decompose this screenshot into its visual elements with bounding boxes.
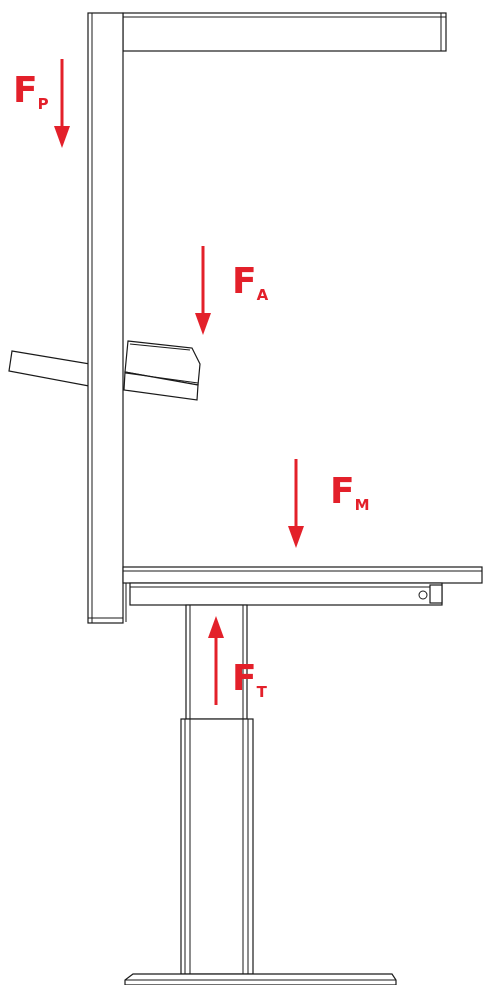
top-shelf: [122, 12, 447, 52]
force-arrowhead-fm: [288, 526, 304, 548]
control-box: [429, 584, 443, 604]
force-arrowhead-ft: [208, 616, 224, 638]
force-label-fp: FP: [13, 70, 49, 113]
force-ft: FT: [208, 616, 268, 705]
force-fp: FP: [13, 59, 70, 148]
workstation-structure: [8, 12, 483, 985]
force-arrowhead-fa: [195, 313, 211, 335]
force-arrowhead-fp: [54, 126, 70, 148]
adjust-knob: [418, 590, 428, 600]
side-arm: [8, 350, 91, 387]
force-fm: FM: [288, 459, 370, 548]
force-label-ft: FT: [232, 658, 268, 701]
force-label-fm: FM: [330, 471, 370, 514]
desk-surface: [122, 566, 483, 584]
force-fa: FA: [195, 246, 269, 335]
keyboard-tray: [123, 340, 201, 401]
desk-apron: [129, 582, 443, 606]
force-label-fa: FA: [232, 261, 269, 304]
vertical-post: [87, 12, 124, 624]
lower-column: [180, 718, 254, 975]
